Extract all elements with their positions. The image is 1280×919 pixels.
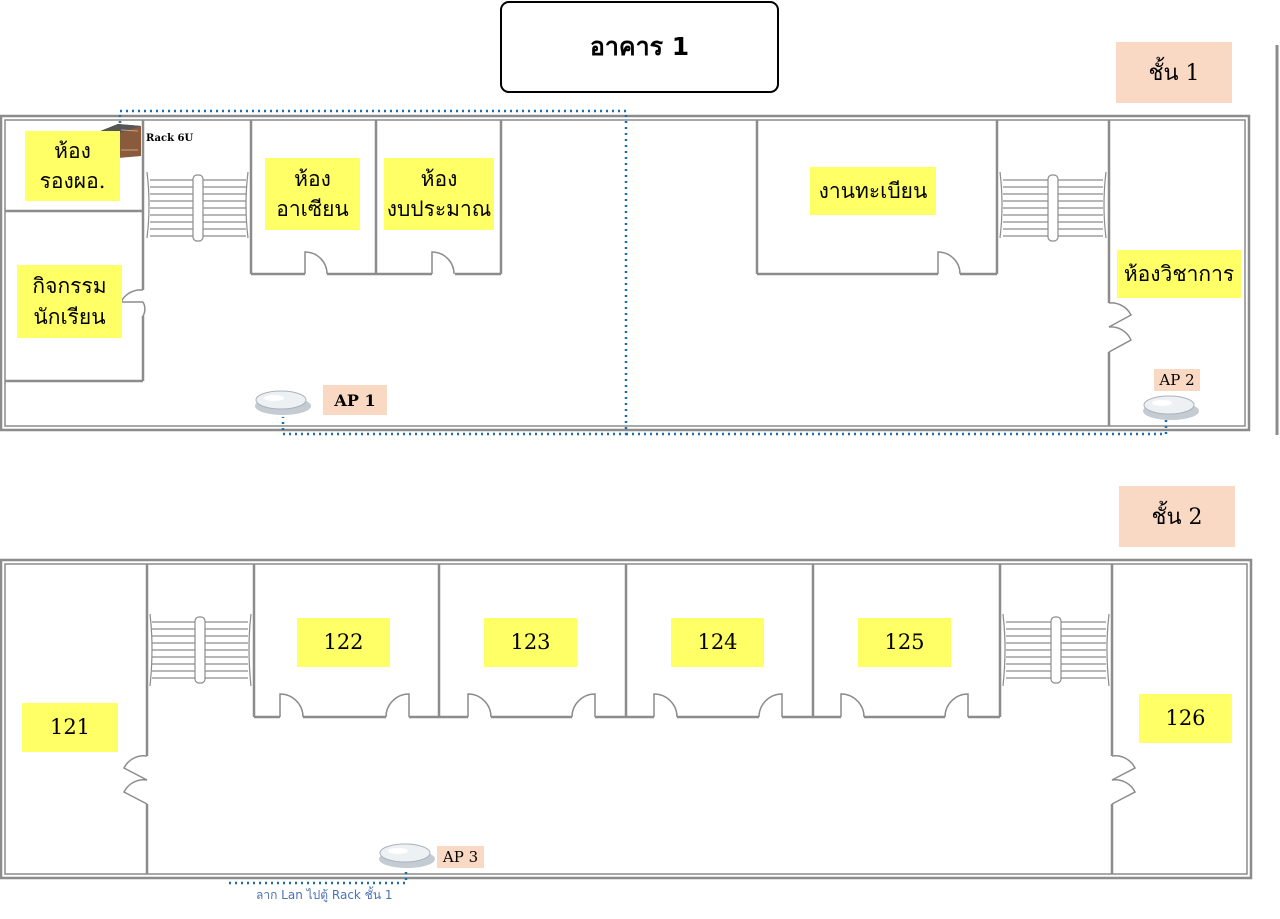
room-line: นักเรียน bbox=[33, 304, 106, 329]
room-label-registration: งานทะเบียน bbox=[810, 167, 936, 215]
floor-1-stairs bbox=[146, 171, 1107, 242]
room-label-126: 126 bbox=[1139, 694, 1232, 743]
room-label-budget: ห้อง งบประมาณ bbox=[384, 158, 494, 230]
room-line: ห้อง bbox=[294, 166, 331, 191]
ap1-label: AP 1 bbox=[323, 385, 387, 415]
room-label-student-activities: กิจกรรม นักเรียน bbox=[17, 265, 122, 338]
stair-left-floor1 bbox=[146, 171, 249, 242]
stair-right-floor1 bbox=[999, 171, 1107, 242]
ap1-device-icon bbox=[255, 390, 311, 415]
room-line: งบประมาณ bbox=[386, 197, 492, 221]
floor-2-doors bbox=[123, 693, 1136, 805]
floor-2-stairs bbox=[149, 613, 1110, 687]
cable-note: ลาก Lan ไปตู้ Rack ชั้น 1 bbox=[256, 888, 393, 902]
floor-2-label: ชั้น 2 bbox=[1119, 486, 1235, 547]
ap3-label: AP 3 bbox=[437, 846, 484, 868]
room-label-deputy-director: ห้อง รองผอ. bbox=[25, 131, 120, 201]
rack-label: Rack 6U bbox=[146, 133, 194, 144]
room-line: ห้อง bbox=[420, 166, 458, 191]
room-line: รองผอ. bbox=[39, 169, 106, 193]
cable-rack-loop bbox=[118, 109, 628, 436]
room-label-122: 122 bbox=[297, 618, 390, 667]
room-line: ห้อง bbox=[54, 138, 91, 163]
stair-right-floor2 bbox=[1002, 613, 1110, 687]
ap2-label: AP 2 bbox=[1154, 369, 1200, 391]
lan-cabling bbox=[118, 109, 1168, 885]
ap3-device-icon bbox=[379, 843, 435, 868]
room-label-academic: ห้องวิชาการ bbox=[1117, 250, 1241, 298]
room-label-125: 125 bbox=[858, 618, 951, 667]
room-label-asean: ห้อง อาเซียน bbox=[265, 158, 360, 230]
room-line: อาเซียน bbox=[276, 197, 349, 221]
cable-to-ap2 bbox=[626, 418, 1168, 436]
ap2-device-icon bbox=[1143, 395, 1199, 420]
stair-left-floor2 bbox=[149, 613, 252, 687]
room-label-123: 123 bbox=[484, 618, 577, 667]
room-label-121: 121 bbox=[22, 703, 118, 752]
floor-1-label: ชั้น 1 bbox=[1116, 42, 1232, 103]
room-label-124: 124 bbox=[671, 618, 764, 667]
floor-2-walls bbox=[0, 558, 1253, 880]
building-title: อาคาร 1 bbox=[500, 1, 779, 93]
room-line: กิจกรรม bbox=[32, 274, 107, 299]
